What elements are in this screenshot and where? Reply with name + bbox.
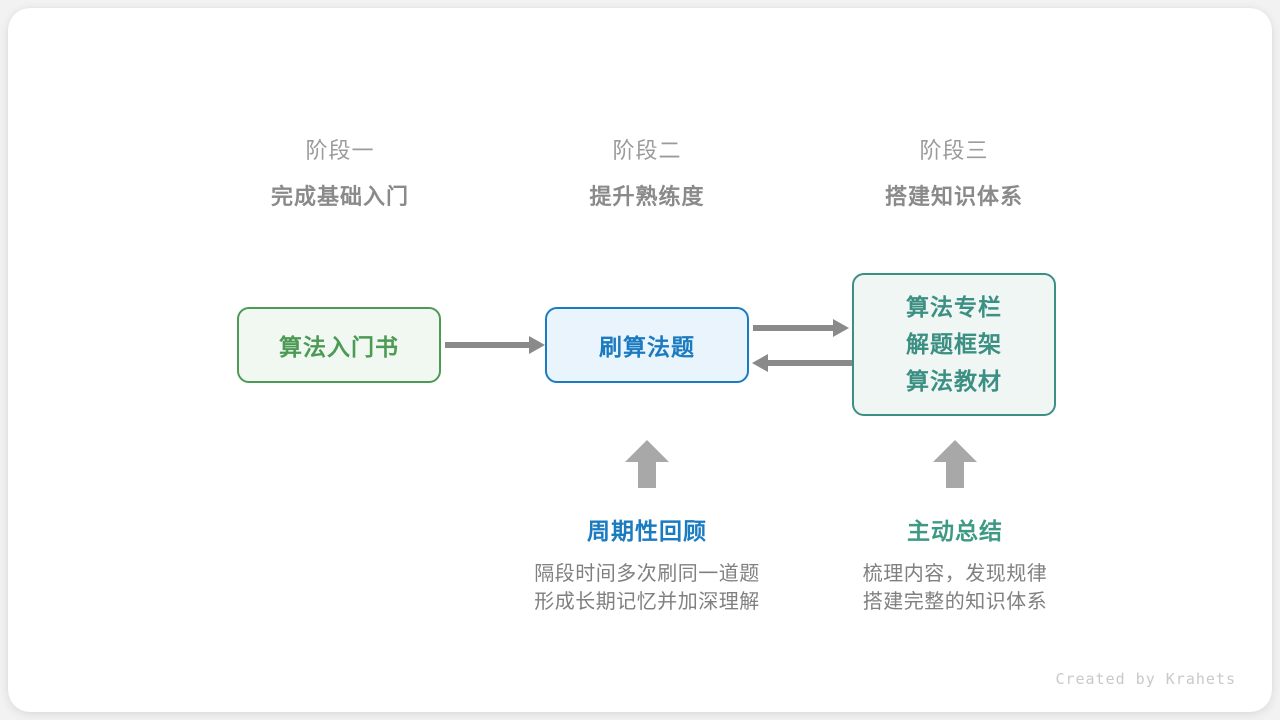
note-active-summary: 主动总结 梳理内容，发现规律 搭建完整的知识体系	[805, 514, 1105, 616]
node-algorithm-book-label: 算法入门书	[279, 334, 399, 360]
arrow-up-head	[625, 440, 669, 462]
credit-watermark: Created by Krahets	[1055, 670, 1236, 688]
stage-header-2: 阶段二 提升熟练度	[517, 134, 777, 214]
node-knowledge-system-line-3: 算法教材	[906, 368, 1002, 394]
node-algorithm-book: 算法入门书	[237, 307, 441, 383]
arrow-book-to-practice-shaft	[445, 342, 535, 348]
arrow-up-icon-review	[625, 440, 669, 488]
note-active-summary-line-1: 梳理内容，发现规律	[862, 563, 1048, 585]
stage-3-title: 搭建知识体系	[884, 184, 1023, 209]
node-knowledge-system-line-1: 算法专栏	[906, 294, 1002, 320]
note-active-summary-title: 主动总结	[907, 518, 1003, 544]
arrow-practice-to-system-shaft	[753, 325, 835, 331]
arrow-up-head	[933, 440, 977, 462]
note-periodic-review: 周期性回顾 隔段时间多次刷同一道题 形成长期记忆并加深理解	[497, 514, 797, 616]
note-periodic-review-line-1: 隔段时间多次刷同一道题	[534, 563, 760, 585]
stage-header-1: 阶段一 完成基础入门	[210, 134, 470, 214]
arrow-system-to-practice-shaft	[768, 360, 852, 366]
stage-2-kicker: 阶段二	[612, 138, 682, 163]
note-periodic-review-body: 隔段时间多次刷同一道题 形成长期记忆并加深理解	[497, 560, 797, 616]
stage-1-title: 完成基础入门	[270, 184, 409, 209]
note-active-summary-body: 梳理内容，发现规律 搭建完整的知识体系	[805, 560, 1105, 616]
stage-2-title: 提升熟练度	[589, 184, 705, 209]
note-periodic-review-line-2: 形成长期记忆并加深理解	[534, 591, 760, 613]
node-knowledge-system: 算法专栏 解题框架 算法教材	[852, 273, 1056, 416]
arrow-right-icon	[529, 336, 545, 354]
arrow-up-stem	[638, 460, 656, 488]
diagram-card: 阶段一 完成基础入门 阶段二 提升熟练度 阶段三 搭建知识体系 算法入门书 刷算…	[8, 8, 1272, 712]
arrow-left-icon	[752, 354, 768, 372]
stage-header-3: 阶段三 搭建知识体系	[824, 134, 1084, 214]
node-knowledge-system-line-2: 解题框架	[906, 331, 1002, 357]
stage-1-kicker: 阶段一	[305, 138, 375, 163]
arrow-up-stem	[946, 460, 964, 488]
arrow-right-icon	[833, 319, 849, 337]
arrow-up-icon-summary	[933, 440, 977, 488]
note-periodic-review-title: 周期性回顾	[587, 518, 707, 544]
note-active-summary-line-2: 搭建完整的知识体系	[862, 591, 1048, 613]
node-practice-problems: 刷算法题	[545, 307, 749, 383]
node-practice-problems-label: 刷算法题	[599, 334, 695, 360]
stage-3-kicker: 阶段三	[919, 138, 989, 163]
